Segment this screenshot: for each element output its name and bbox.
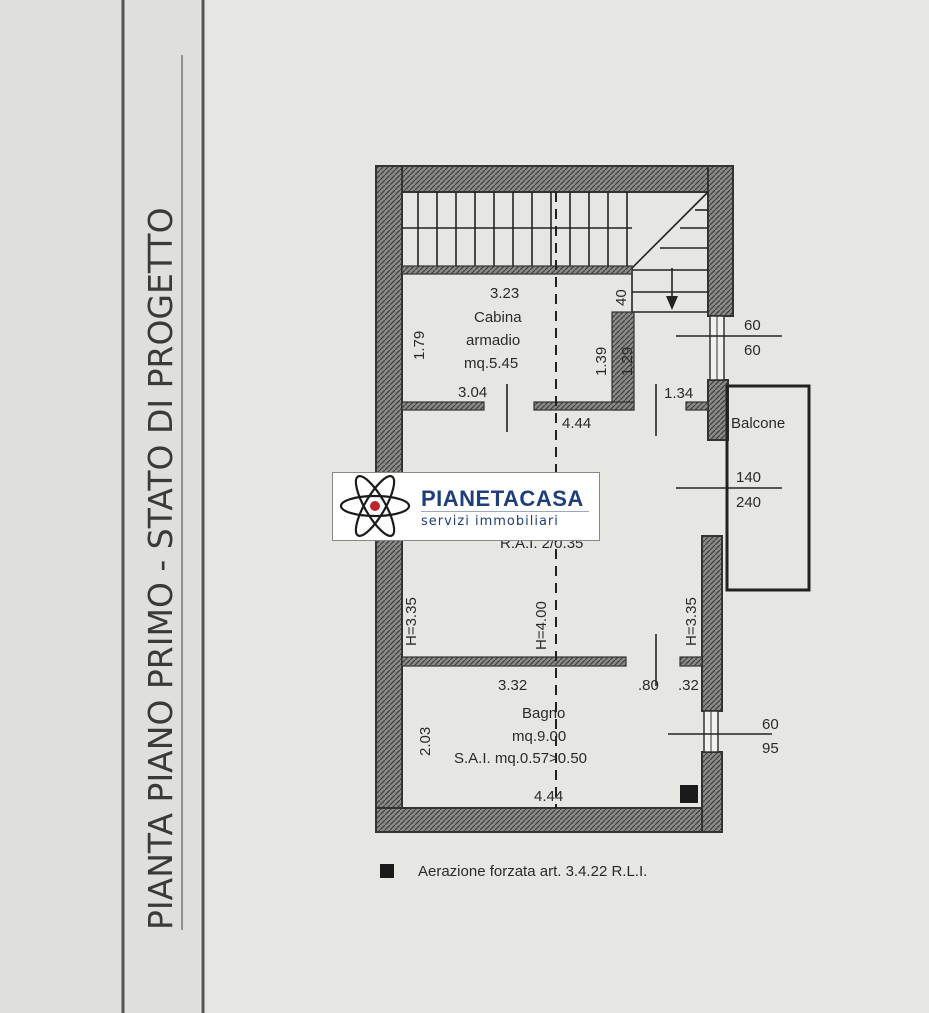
stair-arrow-icon xyxy=(666,296,678,310)
window2-top: 60 xyxy=(762,716,779,733)
cabina-name-1: Cabina xyxy=(474,309,522,326)
interior-walls xyxy=(401,265,709,667)
window2-bottom: 95 xyxy=(762,740,779,757)
h-center: H=4.00 xyxy=(533,601,550,650)
dim-stair-40: 40 xyxy=(613,289,630,306)
bagno-sai: S.A.I. mq.0.57>0.50 xyxy=(454,750,587,767)
dim-80: .80 xyxy=(638,677,659,694)
dim-bagno-bottom: 4.44 xyxy=(534,788,563,805)
bagno-area: mq.9.00 xyxy=(512,728,566,745)
dim-bagno-height: 2.03 xyxy=(417,727,434,756)
watermark-logo: PIANETACASA servizi immobiliari xyxy=(332,472,600,541)
dim-32: .32 xyxy=(678,677,699,694)
balcone-label: Balcone xyxy=(731,415,785,432)
dim-cabina-width: 3.23 xyxy=(490,285,519,302)
forced-ventilation-marker xyxy=(680,785,698,803)
dim-cabina-opening: 3.04 xyxy=(458,384,487,401)
logo-tagline: servizi immobiliari xyxy=(421,514,559,529)
dim-139: 1.39 xyxy=(593,347,610,376)
logo-divider xyxy=(421,511,589,512)
h-right: H=3.35 xyxy=(683,597,700,646)
dim-129: 1.29 xyxy=(619,347,636,376)
cabina-name-2: armadio xyxy=(466,332,520,349)
windows xyxy=(703,315,725,753)
h-left: H=3.35 xyxy=(403,597,420,646)
legend-marker xyxy=(380,864,394,878)
window1-top: 60 xyxy=(744,317,761,334)
dim-cabina-height: 1.79 xyxy=(411,331,428,360)
door-top: 140 xyxy=(736,469,761,486)
door-bottom: 240 xyxy=(736,494,761,511)
legend-text: Aerazione forzata art. 3.4.22 R.L.I. xyxy=(418,863,647,880)
logo-brand: PIANETACASA xyxy=(421,486,584,511)
door-lines xyxy=(506,384,657,686)
plan-title: PIANTA PIANO PRIMO - STATO DI PROGETTO xyxy=(141,207,180,930)
window-leaders xyxy=(668,335,782,735)
window1-bottom: 60 xyxy=(744,342,761,359)
bagno-name: Bagno xyxy=(522,705,565,722)
dim-main-width: 4.44 xyxy=(562,415,591,432)
atom-logo-icon xyxy=(339,475,411,537)
dim-bagno-width: 3.32 xyxy=(498,677,527,694)
cabina-area: mq.5.45 xyxy=(464,355,518,372)
dim-right-134: 1.34 xyxy=(664,385,693,402)
